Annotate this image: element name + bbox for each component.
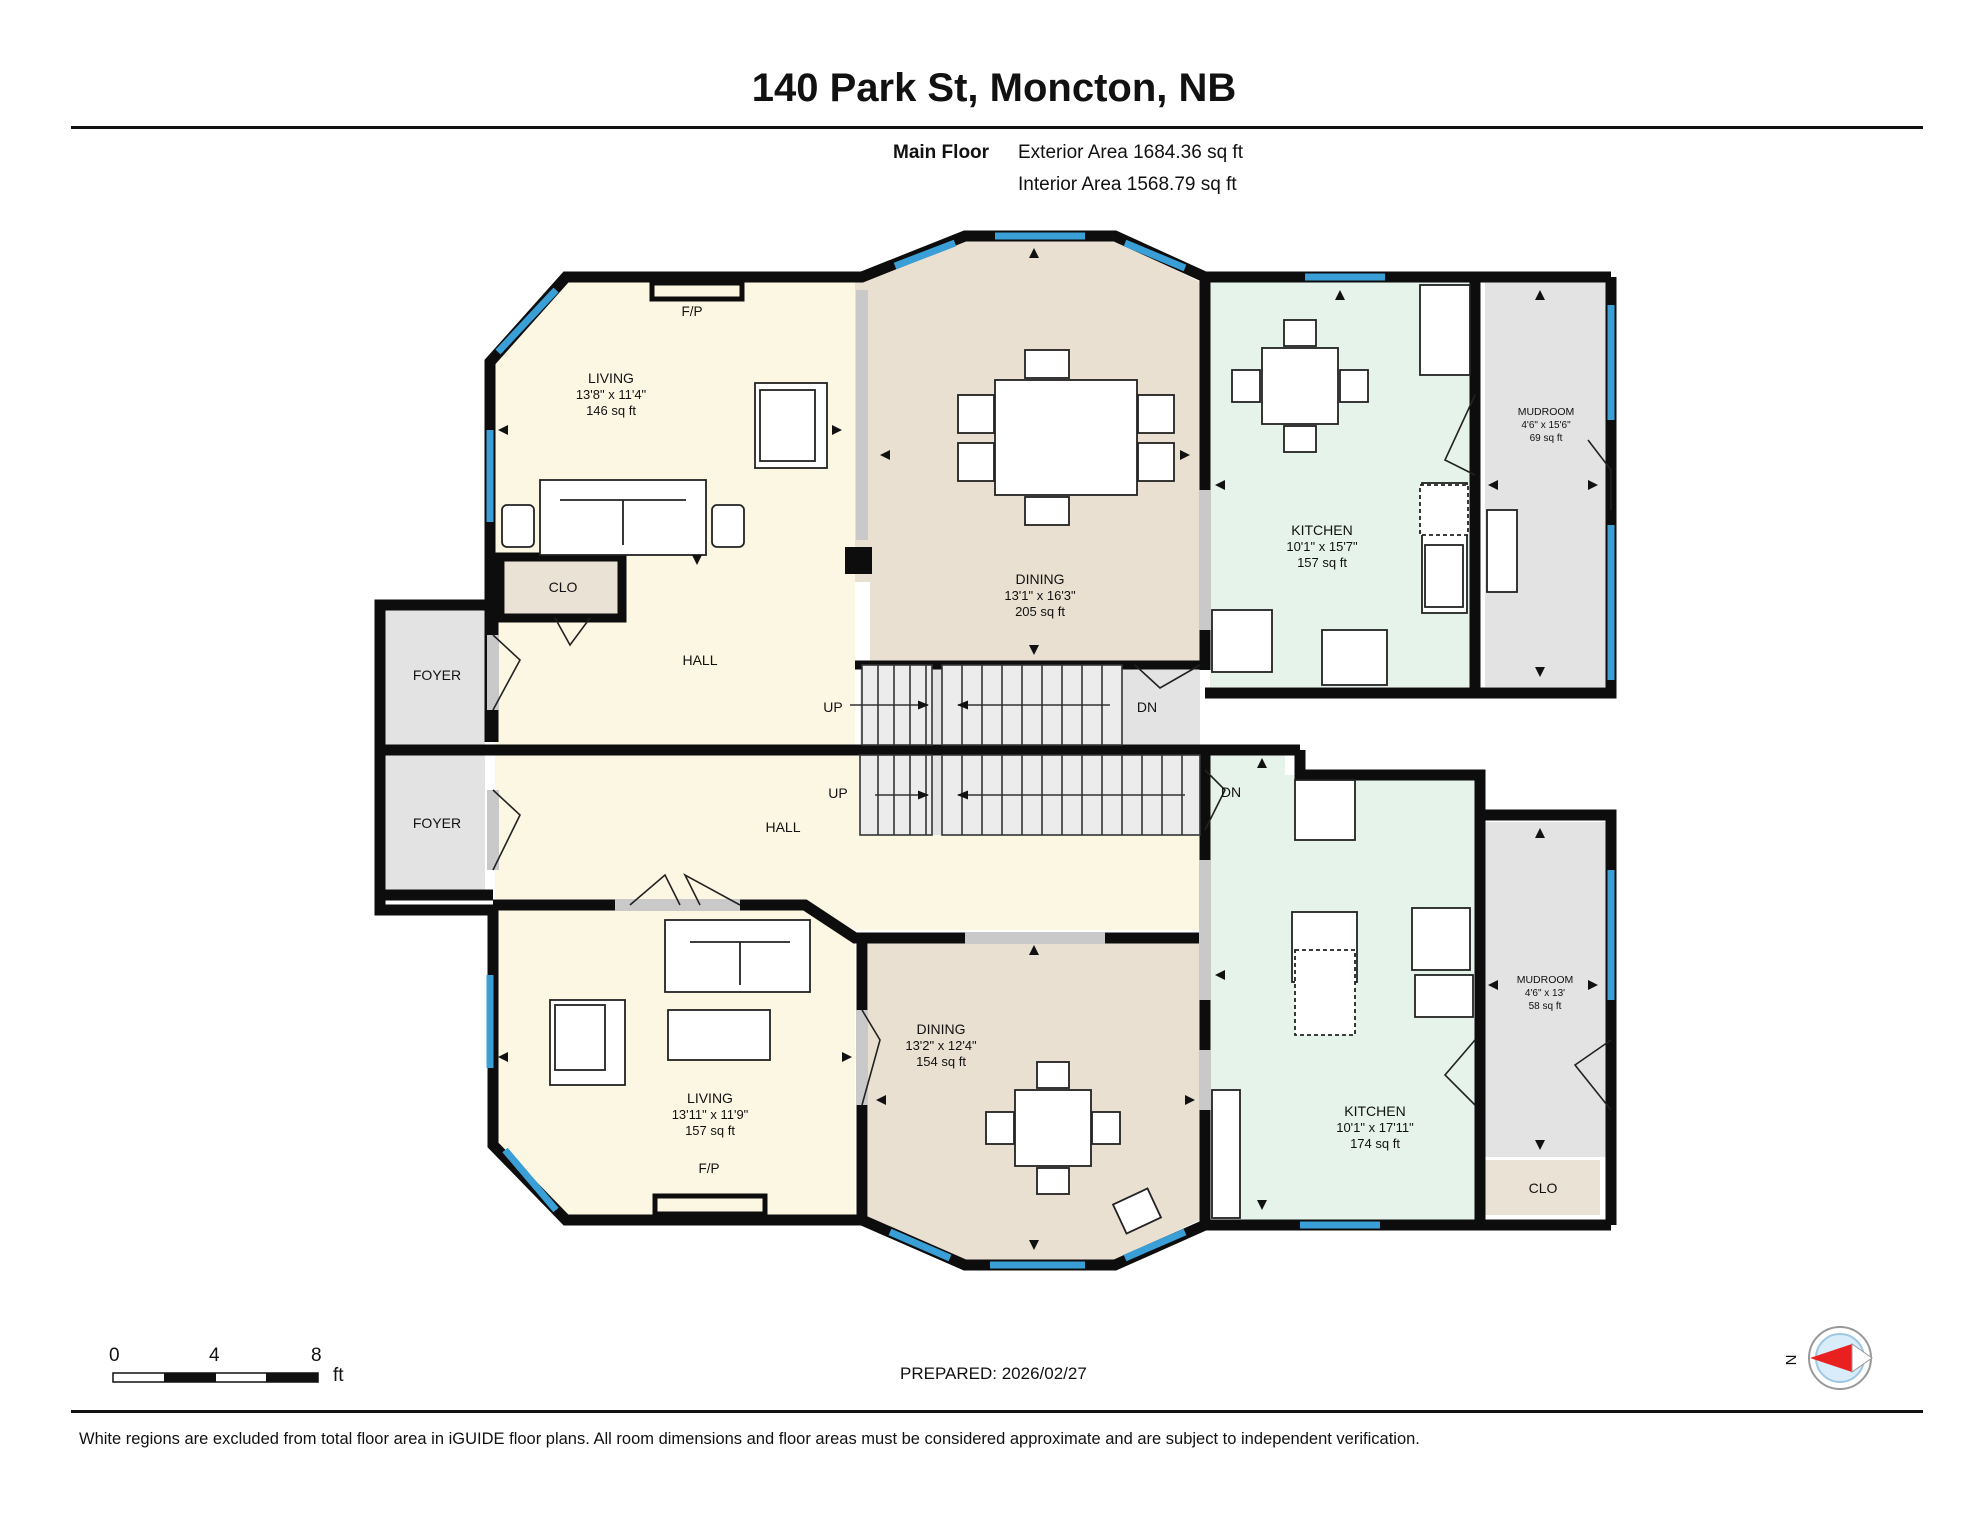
scale-tick-4: 4 xyxy=(209,1345,220,1366)
mudroom-top-area: 69 sq ft xyxy=(1530,433,1563,444)
column xyxy=(845,547,872,574)
fireplace-bottom xyxy=(652,1193,768,1217)
kitchen-bottom-name: KITCHEN xyxy=(1344,1103,1405,1119)
interior-area: Interior Area 1568.79 sq ft xyxy=(1018,174,1237,195)
kitchen-top-name: KITCHEN xyxy=(1291,522,1352,538)
dining-top-dims: 13'1" x 16'3" xyxy=(1004,588,1076,603)
foyer-top-label: FOYER xyxy=(413,667,461,683)
furniture xyxy=(501,284,1518,1235)
fireplace-top xyxy=(649,280,745,302)
hall-top-label: HALL xyxy=(682,652,717,668)
title-divider xyxy=(71,126,1923,129)
living-bottom-area: 157 sq ft xyxy=(685,1123,735,1138)
stairs xyxy=(850,664,1201,836)
dining-top-area: 205 sq ft xyxy=(1015,604,1065,619)
doors xyxy=(492,394,1612,1111)
foyer-bottom-fill xyxy=(385,755,485,895)
living-top-name: LIVING xyxy=(588,370,634,386)
north-compass-icon: N xyxy=(1783,1326,1873,1390)
footer-divider xyxy=(71,1410,1923,1413)
dining-bottom-area: 154 sq ft xyxy=(916,1054,966,1069)
kitchen-top-dims: 10'1" x 15'7" xyxy=(1286,539,1358,554)
scale-unit: ft xyxy=(333,1365,344,1386)
mudroom-bottom-area: 58 sq ft xyxy=(1529,1001,1562,1012)
living-top-area: 146 sq ft xyxy=(586,403,636,418)
windows xyxy=(486,232,1615,1269)
mudroom-bottom-name: MUDROOM xyxy=(1517,974,1574,986)
clo-top-fill xyxy=(505,560,620,615)
kitchen-bottom-dims: 10'1" x 17'11" xyxy=(1336,1120,1414,1135)
dining-top-name: DINING xyxy=(1016,571,1065,587)
hall-bottom-label: HALL xyxy=(765,819,800,835)
dn-bottom-label: DN xyxy=(1221,784,1241,800)
mudroom-bottom-fill xyxy=(1485,822,1610,1157)
compass-north-label: N xyxy=(1783,1355,1800,1366)
scale-tick-8: 8 xyxy=(311,1345,322,1366)
disclaimer-text: White regions are excluded from total fl… xyxy=(79,1430,1420,1448)
up-top-label: UP xyxy=(823,699,842,715)
living-top-dims: 13'8" x 11'4" xyxy=(576,387,647,402)
dining-bottom-name: DINING xyxy=(917,1021,966,1037)
mudroom-top-name: MUDROOM xyxy=(1518,406,1575,418)
mudroom-bottom-dims: 4'6" x 13' xyxy=(1525,988,1565,999)
clo-bottom-label: CLO xyxy=(1529,1180,1558,1196)
plan-title: 140 Park St, Moncton, NB xyxy=(751,66,1237,110)
room-arrows xyxy=(498,248,1598,1250)
clo-top-label: CLO xyxy=(549,579,578,595)
openings xyxy=(487,290,1211,1110)
dn-top-label: DN xyxy=(1137,699,1157,715)
living-bottom-dims: 13'11" x 11'9" xyxy=(672,1107,749,1122)
floor-name: Main Floor xyxy=(893,142,990,163)
living-bottom-name: LIVING xyxy=(687,1090,733,1106)
fireplace-top-label: F/P xyxy=(681,304,702,319)
dining-bottom-dims: 13'2" x 12'4" xyxy=(905,1038,977,1053)
foyer-top-fill xyxy=(385,605,485,745)
kitchen-top-area: 157 sq ft xyxy=(1297,555,1347,570)
scale-tick-0: 0 xyxy=(109,1345,120,1366)
exterior-area: Exterior Area 1684.36 sq ft xyxy=(1018,142,1243,163)
up-bottom-label: UP xyxy=(828,785,847,801)
foyer-bottom-label: FOYER xyxy=(413,815,461,831)
scale-bar xyxy=(112,1372,319,1383)
mudroom-top-dims: 4'6" x 15'6" xyxy=(1521,420,1571,431)
prepared-date: PREPARED: 2026/02/27 xyxy=(900,1364,1087,1383)
fireplace-bottom-label: F/P xyxy=(698,1161,719,1176)
clo-bottom-fill xyxy=(1485,1160,1600,1215)
kitchen-bottom-area: 174 sq ft xyxy=(1350,1136,1400,1151)
